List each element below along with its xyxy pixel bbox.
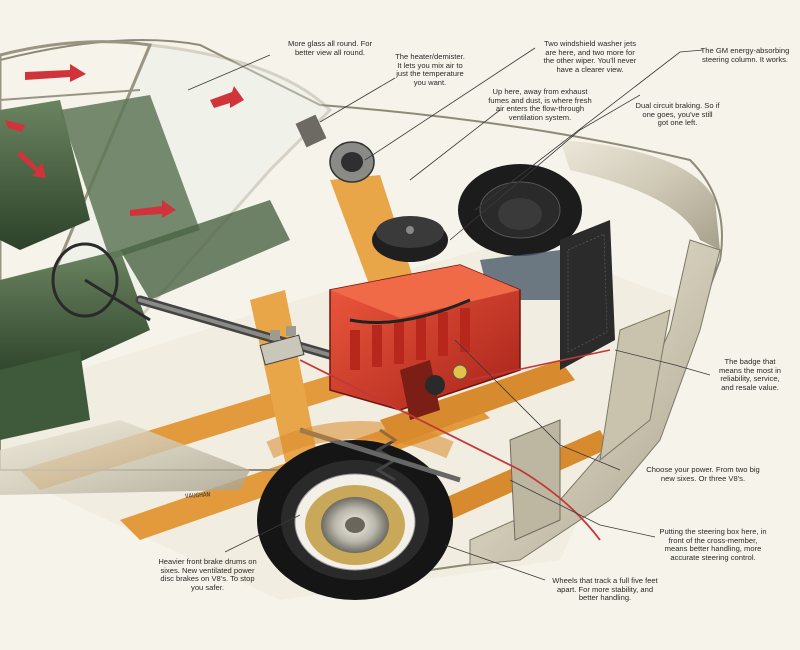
spare-tire <box>458 164 582 256</box>
callout-leaders <box>187 47 711 581</box>
callout-more-glass: More glass all round. For better view al… <box>288 39 372 57</box>
callout-steering-column: The GM energy-absorbing steering column.… <box>700 46 790 64</box>
brake-line <box>299 359 601 541</box>
artist-signature: VAUGHAN <box>185 491 211 500</box>
callout-steering-box: Putting the steering box here, in front … <box>659 527 767 562</box>
callout-badge: The badge that means the most in reliabi… <box>718 357 782 392</box>
callout-wheel-track: Wheels that track a full five feet apart… <box>552 576 658 603</box>
brake-master-cylinder <box>259 326 305 366</box>
air-cleaner <box>372 216 448 262</box>
heater-blower <box>295 114 375 183</box>
callout-brake-drums: Heavier front brake drums on sixes. New … <box>158 557 257 592</box>
wheel-arch <box>266 421 454 459</box>
callout-heater-demister: The heater/demister. It lets you mix air… <box>395 52 465 87</box>
engine-block <box>329 264 521 420</box>
airflow-arrow-icon <box>5 64 244 218</box>
brake-line <box>469 349 611 381</box>
callout-washer-jets: Two windshield washer jets are here, and… <box>543 39 637 74</box>
callout-dual-braking: Dual circuit braking. So if one goes, yo… <box>635 101 720 128</box>
callout-choose-power: Choose your power. From two big new sixe… <box>646 465 760 483</box>
callout-ventilation: Up here, away from exhaust fumes and dus… <box>488 87 592 122</box>
front-wheel <box>257 440 453 600</box>
